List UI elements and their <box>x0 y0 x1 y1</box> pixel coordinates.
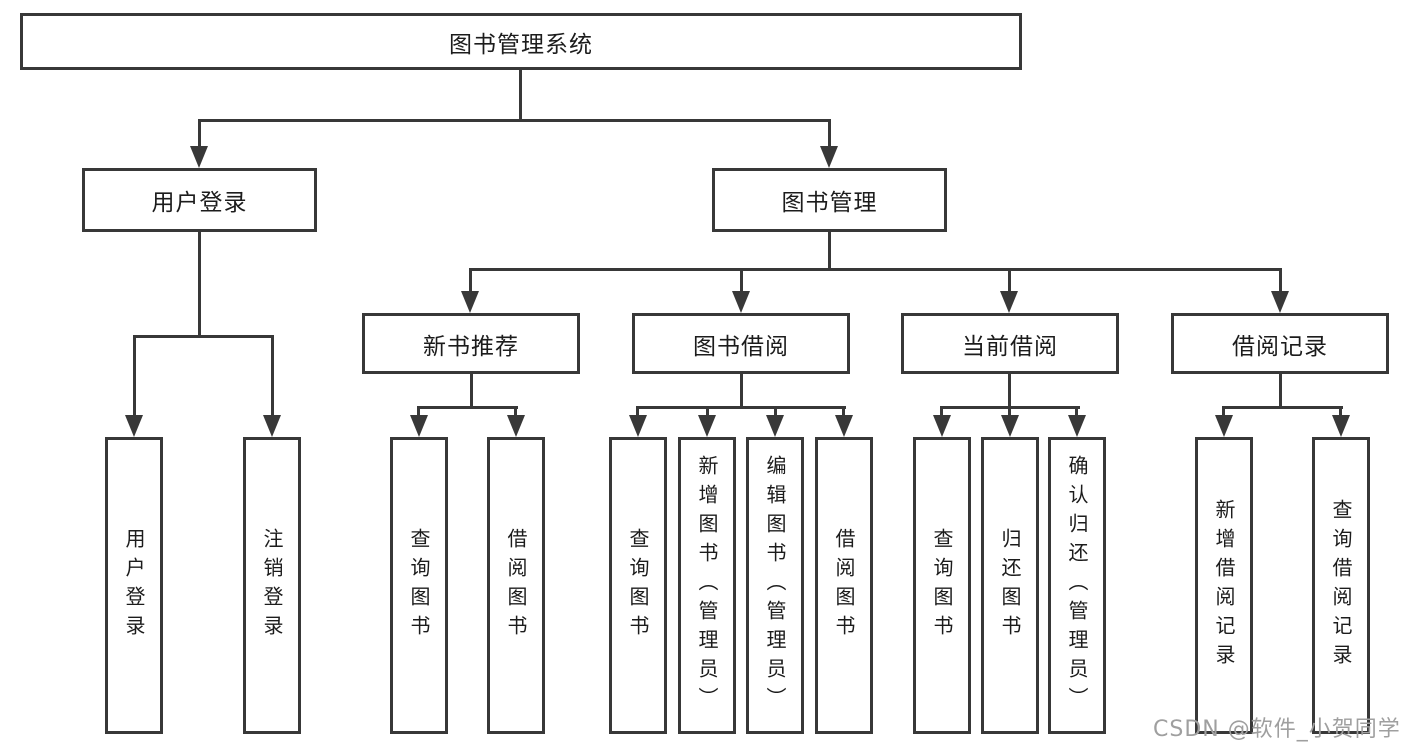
connector-line <box>469 268 1282 271</box>
arrow-down-icon <box>410 415 428 437</box>
arrow-down-icon <box>1332 415 1350 437</box>
arrow-down-icon <box>125 415 143 437</box>
csdn-watermark: CSDN @软件_小贺同学 <box>1153 717 1401 742</box>
arrow-down-icon <box>1068 415 1086 437</box>
node-brec-add-record: 新增借阅记录 <box>1195 437 1253 734</box>
node-user-login: 用户登录 <box>82 168 317 232</box>
node-cur-confirm-return-admin: 确认归还（管理员） <box>1048 437 1106 734</box>
connector-line <box>1222 406 1225 418</box>
node-borrowing-records: 借阅记录 <box>1171 313 1389 374</box>
arrow-down-icon <box>820 146 838 168</box>
node-bor-borrow-books: 借阅图书 <box>815 437 873 734</box>
connector-line <box>469 268 472 294</box>
node-label: 用户登录 <box>151 190 248 216</box>
connector-line <box>519 70 522 120</box>
connector-line <box>774 406 777 418</box>
connector-line <box>828 232 831 271</box>
node-bor-edit-books-admin: 编辑图书（管理员） <box>746 437 804 734</box>
node-label: 查询图书 <box>626 527 650 644</box>
arrow-down-icon <box>629 415 647 437</box>
connector-line <box>636 406 639 418</box>
arrow-down-icon <box>835 415 853 437</box>
node-leaf-user-login: 用户登录 <box>105 437 163 734</box>
node-label: 用户登录 <box>122 527 146 644</box>
connector-line <box>637 406 846 409</box>
connector-line <box>1279 374 1282 409</box>
connector-line <box>514 406 517 418</box>
arrow-down-icon <box>698 415 716 437</box>
node-label: 当前借阅 <box>962 333 1058 360</box>
connector-line <box>1279 268 1282 294</box>
node-label: 借阅记录 <box>1232 333 1328 360</box>
connector-line <box>470 374 473 409</box>
node-rec-query-books: 查询图书 <box>390 437 448 734</box>
node-label: 归还图书 <box>998 527 1022 644</box>
node-book-management: 图书管理 <box>712 168 947 232</box>
arrow-down-icon <box>263 415 281 437</box>
arrow-down-icon <box>190 146 208 168</box>
node-label: 确认归还（管理员） <box>1065 455 1089 716</box>
connector-line <box>1075 406 1078 418</box>
connector-line <box>271 335 274 419</box>
node-leaf-logout: 注销登录 <box>243 437 301 734</box>
arrow-down-icon <box>1271 291 1289 313</box>
arrow-down-icon <box>461 291 479 313</box>
connector-line <box>842 406 845 418</box>
node-label: 查询图书 <box>930 527 954 644</box>
node-root: 图书管理系统 <box>20 13 1022 70</box>
node-label: 借阅图书 <box>832 527 856 644</box>
connector-line <box>1008 268 1011 294</box>
connector-line <box>133 335 136 419</box>
connector-line <box>828 119 831 150</box>
connector-line <box>417 406 420 418</box>
node-label: 编辑图书（管理员） <box>763 455 787 716</box>
connector-line <box>198 232 201 338</box>
connector-line <box>740 268 743 294</box>
arrow-down-icon <box>1000 291 1018 313</box>
arrow-down-icon <box>1001 415 1019 437</box>
node-label: 借阅图书 <box>504 527 528 644</box>
node-label: 图书管理系统 <box>449 31 593 58</box>
node-label: 查询借阅记录 <box>1329 498 1353 673</box>
node-cur-query-books: 查询图书 <box>913 437 971 734</box>
connector-line <box>1222 406 1343 409</box>
node-label: 图书借阅 <box>693 333 789 360</box>
node-label: 新增图书（管理员） <box>695 455 719 716</box>
node-current-borrowing: 当前借阅 <box>901 313 1119 374</box>
arrow-down-icon <box>507 415 525 437</box>
arrow-down-icon <box>766 415 784 437</box>
connector-line <box>740 374 743 409</box>
connector-line <box>940 406 943 418</box>
node-brec-query-record: 查询借阅记录 <box>1312 437 1370 734</box>
connector-line <box>706 406 709 418</box>
node-label: 新书推荐 <box>423 333 519 360</box>
node-bor-add-books-admin: 新增图书（管理员） <box>678 437 736 734</box>
arrow-down-icon <box>933 415 951 437</box>
node-rec-borrow-books: 借阅图书 <box>487 437 545 734</box>
connector-line <box>133 335 274 338</box>
node-bor-query-books: 查询图书 <box>609 437 667 734</box>
node-label: 注销登录 <box>260 527 284 644</box>
node-book-borrowing: 图书借阅 <box>632 313 850 374</box>
node-cur-return-books: 归还图书 <box>981 437 1039 734</box>
connector-line <box>1339 406 1342 418</box>
node-label: 图书管理 <box>781 190 878 216</box>
node-label: 新增借阅记录 <box>1212 498 1236 673</box>
arrow-down-icon <box>1215 415 1233 437</box>
node-label: 查询图书 <box>407 527 431 644</box>
connector-line <box>198 119 831 122</box>
connector-line <box>198 119 201 150</box>
connector-line <box>1008 374 1011 409</box>
connector-line <box>417 406 518 409</box>
arrow-down-icon <box>732 291 750 313</box>
connector-line <box>1008 406 1011 418</box>
node-new-book-recommend: 新书推荐 <box>362 313 580 374</box>
